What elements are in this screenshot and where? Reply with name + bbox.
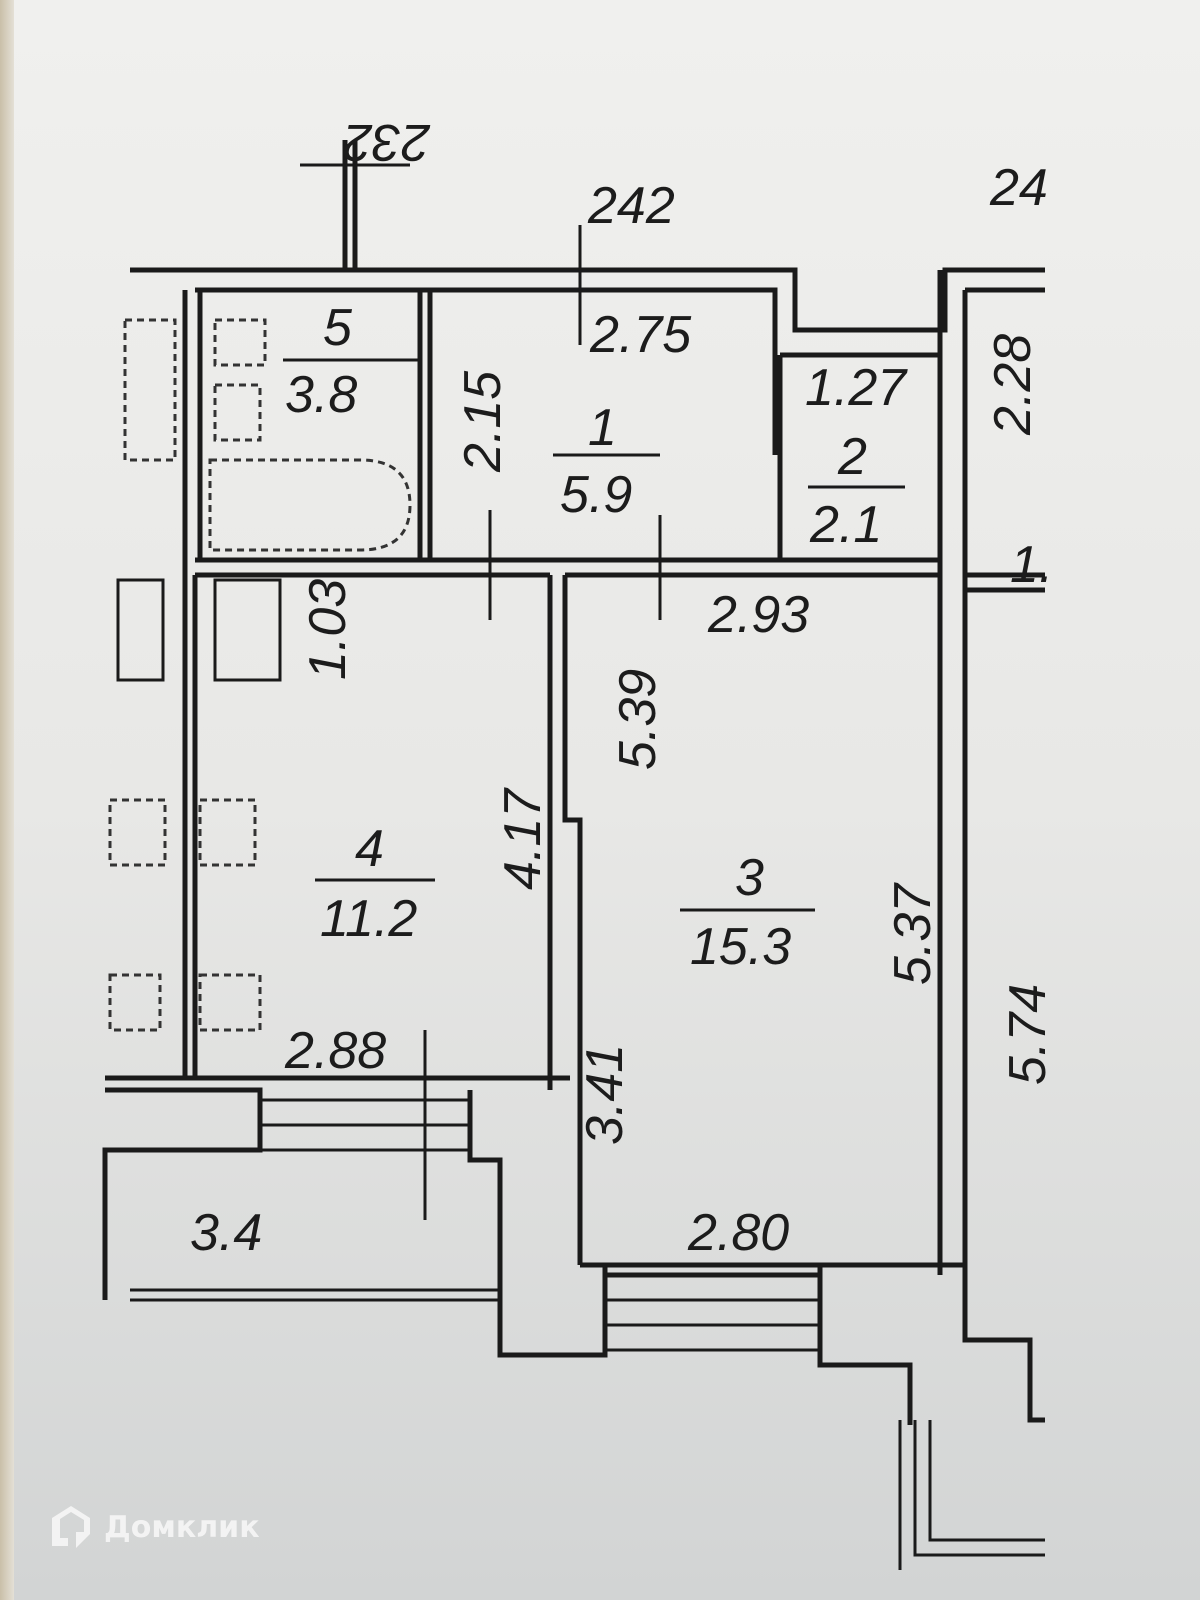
room-3-number: 3 <box>735 849 764 907</box>
dimension-2-15: 2.15 <box>454 370 512 473</box>
marker-242: 242 <box>587 177 675 235</box>
dimension-2-93: 2.93 <box>707 586 809 644</box>
fixtures <box>108 318 412 1032</box>
dimension-1-27: 1.27 <box>805 359 908 417</box>
dimension-2-88: 2.88 <box>284 1022 386 1080</box>
room-4-area: 11.2 <box>320 890 417 948</box>
dimension-2-80: 2.80 <box>687 1204 789 1262</box>
walls <box>102 140 1045 1570</box>
balcony-dimension: 3.4 <box>190 1204 262 1262</box>
dimension-5-37: 5.37 <box>884 882 942 985</box>
dimension-2-28: 2.28 <box>984 334 1042 436</box>
room-2-area: 2.1 <box>809 496 882 554</box>
room-3-area: 15.3 <box>690 918 791 976</box>
domclick-logo-icon <box>52 1506 90 1548</box>
marker-partial: 1. <box>1010 536 1053 594</box>
room-2-number: 2 <box>837 428 867 486</box>
dimension-3-41: 3.41 <box>576 1044 634 1145</box>
watermark-text: Домклик <box>104 1509 260 1545</box>
dimension-2-75: 2.75 <box>589 306 692 364</box>
room-1-area: 5.9 <box>560 466 632 524</box>
room-1-number: 1 <box>588 399 617 457</box>
room-5-area: 3.8 <box>285 366 357 424</box>
dimension-4-17: 4.17 <box>494 787 552 890</box>
marker-232: 232 <box>343 113 431 171</box>
marker-24: 24 <box>989 159 1048 217</box>
paper-edge <box>0 0 14 1600</box>
room-5-number: 5 <box>323 299 353 357</box>
dimension-5-74: 5.74 <box>999 984 1057 1085</box>
dimension-5-39: 5.39 <box>609 669 667 770</box>
dimension-1-03: 1.03 <box>299 579 357 680</box>
domclick-watermark: Домклик <box>48 1502 260 1552</box>
room-4-number: 4 <box>355 820 384 878</box>
